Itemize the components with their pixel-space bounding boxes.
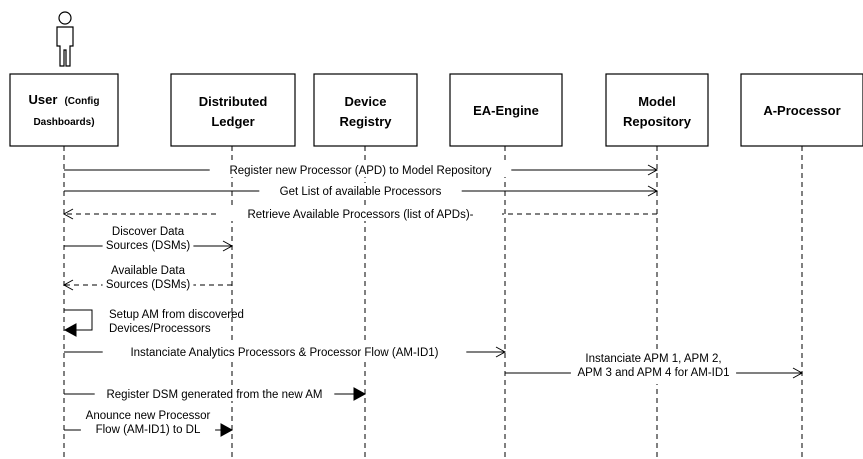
message-1-label: Register new Processor (APD) to Model Re… xyxy=(229,165,491,177)
message-5-label-2: Sources (DSMs) xyxy=(106,279,191,291)
participant-engine: EA-Engine xyxy=(449,73,563,147)
message-6-label: Devices/Processors xyxy=(109,323,211,335)
participant-engine-line-1: EA-Engine xyxy=(473,103,539,118)
message-6-label: Setup AM from discovered xyxy=(109,309,244,321)
participant-aprocessor: A-Processor xyxy=(740,73,863,147)
message-8: Instanciate APM 1, APM 2, APM 3 and APM 4… xyxy=(505,352,804,384)
participant-ledger-line-1: Distributed xyxy=(199,94,268,109)
message-8-label-1: Instanciate APM 1, APM 2, xyxy=(585,353,721,365)
message-2-label: Get List of available Processors xyxy=(280,186,442,198)
participant-ledger-line-2: Ledger xyxy=(211,114,254,129)
message-7-label: Instanciate Analytics Processors & Proce… xyxy=(130,347,438,359)
participant-user: User (Config Dashboards) xyxy=(9,73,119,147)
message-3-label: Retrieve Available Processors (list of A… xyxy=(247,209,473,221)
svg-text:User (Config: User (Config xyxy=(29,91,100,108)
participant-registry-line-2: Registry xyxy=(339,114,392,129)
participant-repository-line-2: Repository xyxy=(623,114,692,129)
message-10-label-1: Anounce new Processor xyxy=(86,410,211,422)
participant-registry-line-1: Device xyxy=(345,94,387,109)
message-9: Register DSM generated from the new AM xyxy=(64,386,367,401)
message-7: Instanciate Analytics Processors & Proce… xyxy=(64,344,507,359)
participant-user-title: User xyxy=(29,92,58,107)
message-10-label-2: Flow (AM-ID1) to DL xyxy=(96,424,201,436)
message-4-label-2: Sources (DSMs) xyxy=(106,240,191,252)
message-4-label-1: Discover Data xyxy=(112,226,185,238)
actor-icon xyxy=(56,11,74,67)
message-2: Get List of available Processors xyxy=(64,183,659,198)
message-5-label-1: Available Data xyxy=(111,265,186,277)
message-3: Retrieve Available Processors (list of A… xyxy=(62,206,657,221)
message-8-label-2: APM 3 and APM 4 for AM-ID1 xyxy=(577,367,729,379)
message-1: Register new Processor (APD) to Model Re… xyxy=(64,162,659,177)
participant-user-sub2: Dashboards) xyxy=(33,117,94,128)
participant-aprocessor-line-1: A-Processor xyxy=(763,103,840,118)
participant-user-sub1: (Config xyxy=(64,96,99,107)
participant-repository-line-1: Model xyxy=(638,94,676,109)
message-6: Setup AM from discoveredDevices/Processo… xyxy=(63,309,244,337)
message-9-label: Register DSM generated from the new AM xyxy=(106,389,322,401)
